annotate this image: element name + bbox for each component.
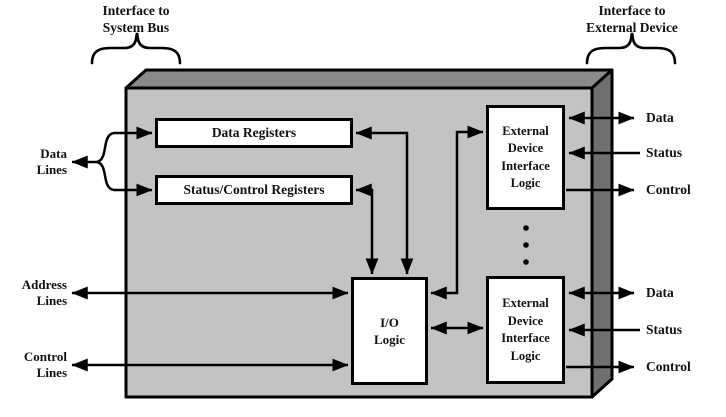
interface-external-device-label: Interface to External Device [561,2,703,36]
data-lines-to-status-registers [96,160,153,197]
edil-top-line4: Logic [510,176,541,190]
address-lines-label: Address Lines [3,277,67,309]
control-lines-word2: Lines [36,365,67,380]
device-bottom-data-label: Data [646,285,674,300]
control-lines-word1: Control [23,349,67,364]
interface-system-bus-line2: System Bus [102,20,170,35]
interface-external-device-line1: Interface to [598,3,666,18]
data-registers-io-logic-link [355,126,414,275]
device-top-data-label: Data [646,110,674,125]
control-lines-label: Control Lines [3,349,67,381]
device-bottom-status-label: Status [646,322,683,337]
status-control-registers-block: Status/Control Registers [155,175,353,205]
interface-system-bus-label: Interface to System Bus [76,2,196,36]
address-lines-word1: Address [21,277,67,292]
system-bus-brace [90,32,182,65]
edil-top-line1: External [502,123,549,138]
data-registers-label: Data Registers [211,125,297,140]
data-registers-block: Data Registers [155,118,353,148]
device-top-control-label: Control [646,182,691,197]
interface-system-bus-line1: Interface to [102,3,170,18]
edil-top-line2: Device [507,141,544,155]
io-logic-block: I/O Logic [351,277,428,385]
data-lines-word2: Lines [36,162,67,177]
address-lines-word2: Lines [36,293,67,308]
data-lines-label: Data Lines [3,146,67,178]
ellipsis-dots [523,225,529,265]
status-control-registers-label: Status/Control Registers [183,182,325,197]
edil-top-line3: Interface [501,158,550,173]
edil-bottom-line1: External [502,296,549,310]
external-device-brace [585,32,677,65]
status-registers-io-logic-link [355,183,379,275]
interface-external-device-line2: External Device [586,20,678,35]
device-top-status-label: Status [646,145,683,160]
module-top-face [124,68,614,90]
external-device-interface-logic-bottom-block: External Device Interface Logic [486,276,565,384]
edil-bottom-line4: Logic [510,348,541,363]
io-logic-edil-top-link [430,125,484,300]
external-device-interface-logic-top-block: External Device Interface Logic [486,105,565,210]
device-bottom-control-label: Control [646,359,691,374]
data-lines-to-data-registers [96,126,153,164]
edil-bottom-line3: Interface [501,331,550,345]
data-lines-word1: Data [40,146,67,161]
io-logic-line2: Logic [373,332,406,347]
io-logic-line1: I/O [380,315,399,330]
edil-bottom-line2: Device [507,313,544,328]
